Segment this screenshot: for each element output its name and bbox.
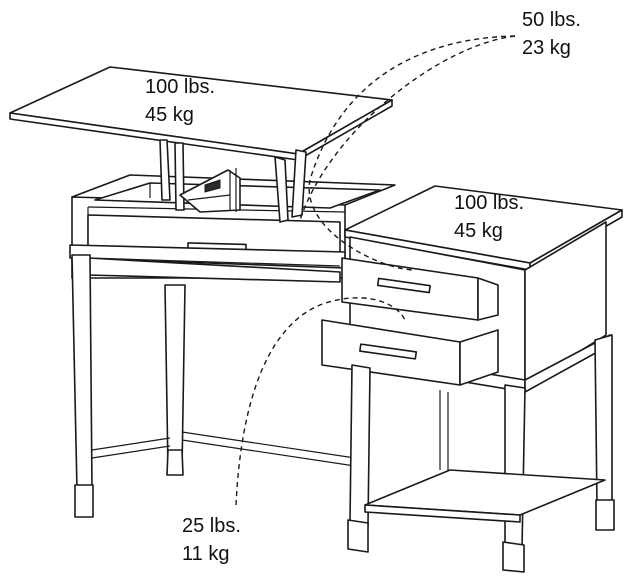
lift-mechanism-right <box>274 156 289 223</box>
upper-drawer-handle <box>376 277 431 294</box>
drawers-lbs: 50 lbs. <box>522 9 581 31</box>
back-left-leg <box>164 284 186 471</box>
drawers-kg: 23 kg <box>522 37 571 59</box>
side-top-weight-label: 100 lbs. 45 kg <box>454 189 524 245</box>
front-left-leg <box>71 254 93 491</box>
pointer-shelf <box>235 297 406 506</box>
shelf-lbs: 25 lbs. <box>182 515 241 537</box>
pointer-drawers <box>308 35 516 271</box>
shelf-weight-label: 25 lbs. 11 kg <box>182 512 241 568</box>
side-top-lbs: 100 lbs. <box>454 192 525 214</box>
shelf-kg: 11 kg <box>182 543 230 565</box>
lift-top-weight-label: 100 lbs. 45 kg <box>145 73 215 129</box>
lower-drawer-handle <box>359 343 418 360</box>
side-top-kg: 45 kg <box>454 220 503 242</box>
lift-mechanism-left <box>159 139 171 201</box>
lift-top-lbs: 100 lbs. <box>145 76 216 98</box>
lift-top-kg: 45 kg <box>145 104 194 126</box>
cabinet-front-leg <box>349 364 371 526</box>
drawers-weight-label: 50 lbs. 23 kg <box>522 6 581 62</box>
